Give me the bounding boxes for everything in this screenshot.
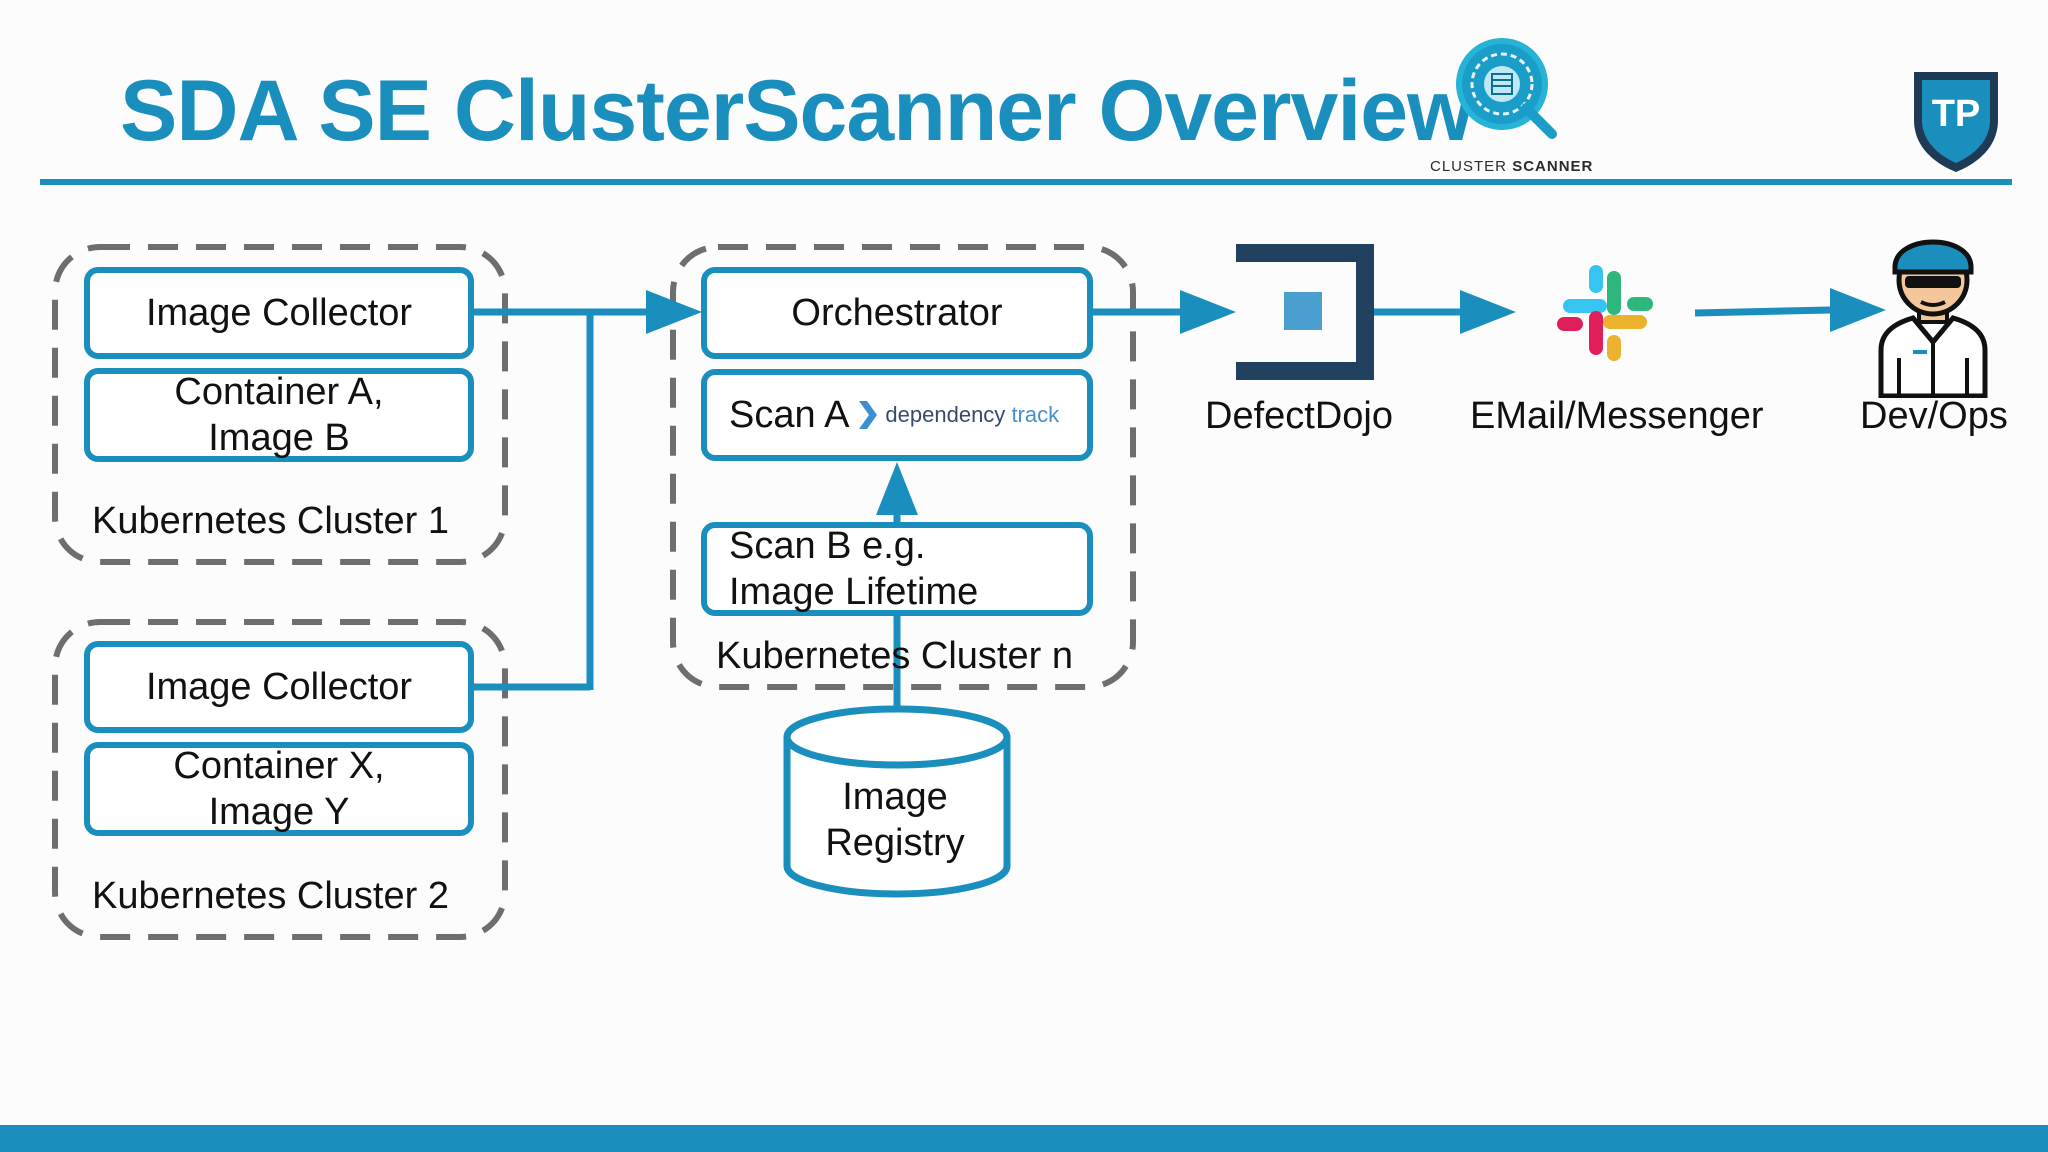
arrowhead-messenger xyxy=(1460,290,1516,334)
arrowhead-orchestrator xyxy=(646,290,702,334)
cluster-n-label: Kubernetes Cluster n xyxy=(716,635,1073,677)
registry-line1: Image xyxy=(842,776,948,818)
devops-person-icon xyxy=(1878,239,1988,398)
cluster-scanner-logo: CLUSTER SCANNER xyxy=(1430,36,1594,176)
arrowhead-scan-a xyxy=(876,462,918,515)
scan-b-line2: Image Lifetime xyxy=(729,571,979,613)
cluster-1-container-box: Container A, Image B xyxy=(84,368,474,462)
defectdojo-label: DefectDojo xyxy=(1205,395,1393,437)
cluster-scanner-icon xyxy=(1456,38,1557,139)
tp-logo-text: TP xyxy=(1932,93,1981,135)
cluster-2-boundary xyxy=(52,619,508,940)
scan-b-line1: Scan B e.g. xyxy=(729,525,926,567)
cluster-2-container-box: Container X, Image Y xyxy=(84,742,474,836)
slide-title: SDA SE ClusterScanner Overview xyxy=(120,63,1474,159)
cluster-2-collector-label: Image Collector xyxy=(145,666,413,708)
arrowhead-defectdojo xyxy=(1180,290,1236,334)
arrow-to-devops xyxy=(1694,306,1831,317)
messenger-label: EMail/Messenger xyxy=(1470,395,1764,437)
dependency-track-icon xyxy=(859,401,878,429)
title-underline xyxy=(40,179,2012,185)
cluster-1-container-line2: Image B xyxy=(208,417,350,459)
cluster-2-container-line2: Image Y xyxy=(208,791,350,833)
image-registry-cylinder xyxy=(783,705,1011,898)
cluster-2-label: Kubernetes Cluster 2 xyxy=(92,875,449,917)
tp-shield-logo: TP xyxy=(1914,72,1998,172)
image-registry-label: Image Registry xyxy=(790,774,1000,866)
defectdojo-logo-icon xyxy=(1236,244,1374,380)
cluster-1-collector-label: Image Collector xyxy=(145,292,413,334)
scan-a-label: Scan A xyxy=(729,394,850,436)
slack-icon xyxy=(1557,265,1653,361)
dependency-track-word2: track xyxy=(1011,402,1060,427)
orchestrator-box: Orchestrator xyxy=(701,267,1093,359)
registry-line2: Registry xyxy=(825,822,965,864)
cluster-2-image-collector: Image Collector xyxy=(84,641,474,733)
devops-label: Dev/Ops xyxy=(1860,395,2008,437)
dependency-track-logo: dependency track xyxy=(857,392,1059,438)
scan-b-box: Scan B e.g. Image Lifetime xyxy=(701,522,1093,616)
cluster-1-label: Kubernetes Cluster 1 xyxy=(92,500,449,542)
cluster-scanner-logo-prefix: CLUSTER xyxy=(1430,158,1508,175)
cluster-1-container-line1: Container A, xyxy=(174,371,384,413)
orchestrator-label: Orchestrator xyxy=(791,292,1003,334)
cluster-2-container-line1: Container X, xyxy=(173,745,385,787)
cluster-scanner-logo-suffix: SCANNER xyxy=(1512,158,1594,175)
cluster-1-image-collector: Image Collector xyxy=(84,267,474,359)
dependency-track-word1: dependency xyxy=(885,402,1006,427)
footer-bar xyxy=(0,1125,2048,1152)
scan-a-box: Scan A dependency track xyxy=(701,369,1093,461)
arrowhead-devops xyxy=(1830,288,1886,332)
cluster-1-boundary xyxy=(52,244,508,565)
